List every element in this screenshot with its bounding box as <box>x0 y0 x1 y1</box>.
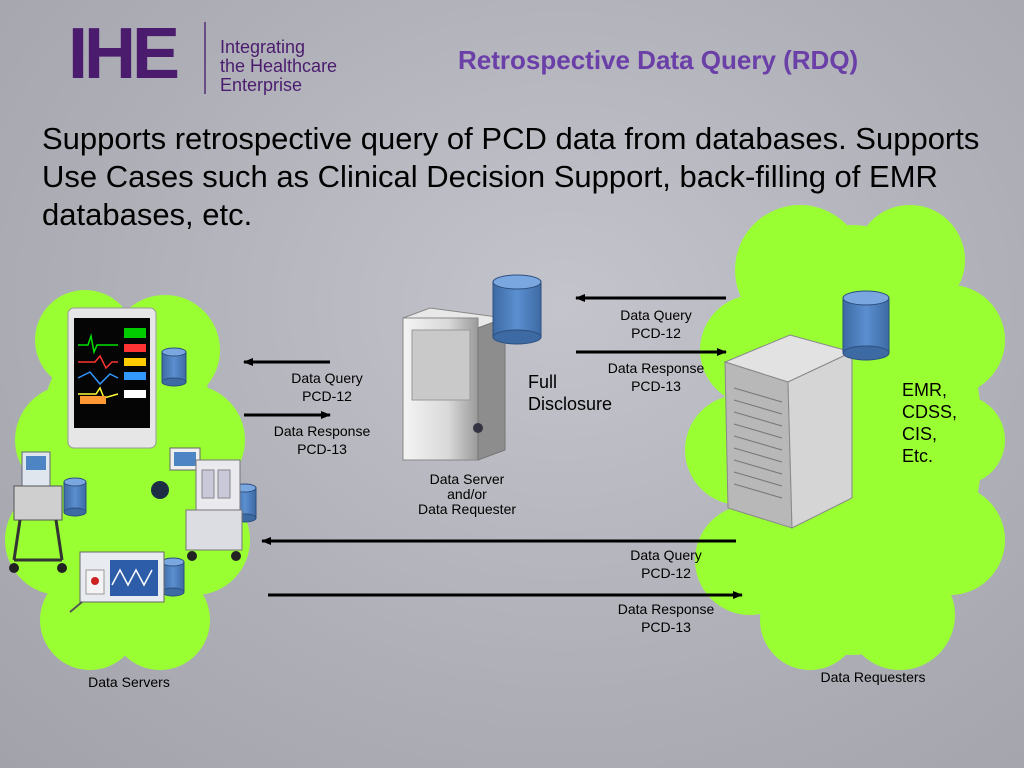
server-label: Data Server and/or Data Requester <box>392 472 542 517</box>
slide-title: Retrospective Data Query (RDQ) <box>458 45 859 75</box>
right-query-line-1: Data Query <box>620 307 692 323</box>
ihe-logo-mark: IHE <box>68 14 180 94</box>
right-query-label: Data Query PCD-12 <box>586 306 726 342</box>
database-central <box>492 274 542 345</box>
description-text: Supports retrospective query of PCD data… <box>42 121 980 232</box>
database-requester <box>842 290 890 361</box>
server-label-line-3: Data Requester <box>417 501 517 517</box>
logo-divider <box>204 22 206 94</box>
logo-line-3: Enterprise <box>220 75 303 95</box>
full-disclosure-label: Full Disclosure <box>528 371 612 415</box>
right-query-line-2: PCD-12 <box>631 325 681 341</box>
ventilator-cart-icon <box>9 451 67 573</box>
infusion-pump-icon <box>69 551 165 613</box>
left-response-line-1: Data Response <box>273 423 371 439</box>
database-infusion <box>161 557 185 597</box>
requester-server-rack <box>723 334 854 529</box>
requester-systems-label: EMR, CDSS, CIS, Etc. <box>902 379 957 467</box>
bottom-query-label: Data Query PCD-12 <box>596 546 736 582</box>
logo-line-1: Integrating <box>220 37 306 57</box>
database-monitor <box>161 347 187 387</box>
left-response-line-2: PCD-13 <box>297 441 347 457</box>
left-query-line-1: Data Query <box>291 370 363 386</box>
left-query-label: Data Query PCD-12 <box>262 369 392 405</box>
right-response-line-2: PCD-13 <box>631 378 681 394</box>
requester-systems-line-2: CDSS, <box>902 402 958 422</box>
anesthesia-machine-icon <box>151 447 243 561</box>
patient-monitor-icon <box>67 307 157 449</box>
bottom-response-line-2: PCD-13 <box>641 619 691 635</box>
requester-systems-line-3: CIS, <box>902 424 938 444</box>
bottom-query-line-2: PCD-12 <box>641 565 691 581</box>
message-arrows <box>243 294 743 599</box>
bottom-response-label: Data Response PCD-13 <box>596 600 736 636</box>
bottom-query-line-1: Data Query <box>630 547 702 563</box>
right-response-line-1: Data Response <box>607 360 705 376</box>
data-requesters-label: Data Requesters <box>820 669 926 685</box>
database-ventilator <box>63 477 87 517</box>
server-label-line-1: Data Server <box>429 471 505 487</box>
server-label-line-2: and/or <box>447 486 487 502</box>
logo-line-2: the Healthcare <box>220 56 338 76</box>
central-server <box>402 307 506 461</box>
bottom-response-line-1: Data Response <box>617 601 715 617</box>
left-query-line-2: PCD-12 <box>302 388 352 404</box>
full-disclosure-line-2: Disclosure <box>528 394 613 414</box>
right-response-label: Data Response PCD-13 <box>586 359 726 395</box>
requester-systems-line-1: EMR, <box>902 380 947 400</box>
requester-systems-line-4: Etc. <box>902 446 934 466</box>
data-servers-label: Data Servers <box>88 674 170 690</box>
full-disclosure-line-1: Full <box>528 372 558 392</box>
left-response-label: Data Response PCD-13 <box>252 422 392 458</box>
